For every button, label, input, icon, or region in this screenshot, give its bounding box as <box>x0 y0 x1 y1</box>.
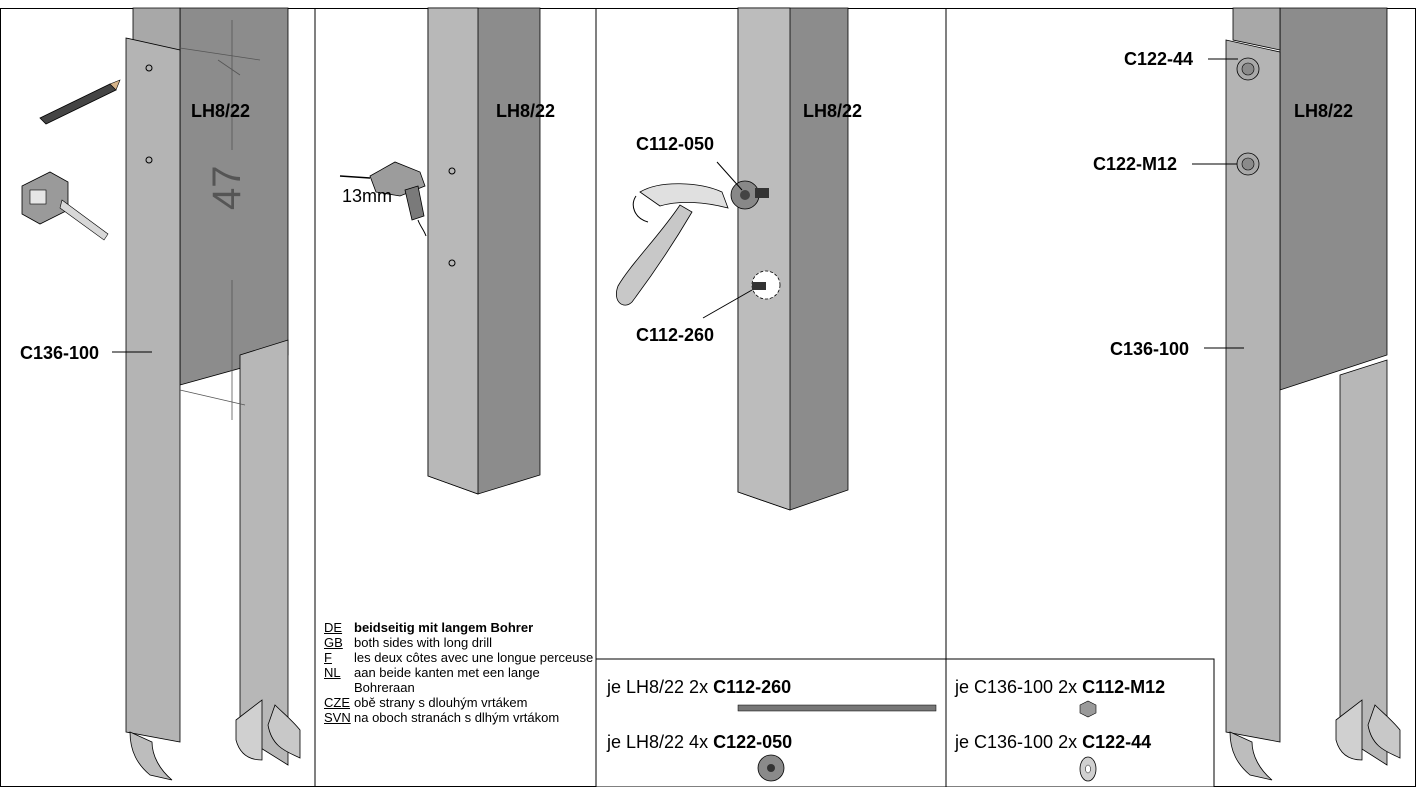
pencil-icon <box>39 79 121 125</box>
panel1-pencil-marks <box>179 20 261 420</box>
parts-line: je C136-100 2x C112-M12 <box>955 677 1166 697</box>
panel4-post <box>1232 7 1401 766</box>
claw-nut-icon-top <box>730 180 769 210</box>
post-label: LH8/22 <box>1294 101 1354 121</box>
callout-c122-44: C122-44 <box>1124 49 1194 69</box>
post-label: LH8/22 <box>191 101 251 121</box>
callout-c112-050: C112-050 <box>636 134 715 154</box>
post-label: LH8/22 <box>496 101 556 121</box>
bracket-callout: C136-100 <box>20 343 100 363</box>
parts-box <box>595 658 1215 787</box>
parts-line: je C136-100 2x C122-44 <box>955 732 1152 752</box>
claw-nut-icon-bottom <box>751 270 781 300</box>
panel2-post <box>427 7 541 495</box>
threaded-rod-icon <box>737 704 937 712</box>
panel3-post <box>737 7 849 511</box>
length-marking: 47 <box>205 165 249 211</box>
callout-c136-100: C136-100 <box>1110 339 1190 359</box>
callout-line-c112-260 <box>702 289 753 319</box>
parts-line: je LH8/22 4x C122-050 <box>607 732 793 752</box>
panel1-bracket-front <box>125 37 181 781</box>
claw-nut-icon-parts <box>757 754 785 782</box>
tape-measure-icon <box>21 171 109 241</box>
drill-size-label: 13mm <box>342 186 393 206</box>
callout-c112-260: C112-260 <box>636 325 715 345</box>
callout-c122-m12: C122-M12 <box>1093 154 1178 174</box>
nut-icon-parts <box>1079 700 1097 718</box>
panel1-post <box>132 7 289 766</box>
parts-line: je LH8/22 2x C112-260 <box>607 677 792 697</box>
post-label: LH8/22 <box>803 101 863 121</box>
bolt-head-icon <box>1236 57 1260 81</box>
hammer-icon <box>616 183 729 306</box>
panel1-bracket-rear <box>235 699 301 761</box>
drill-icon <box>339 161 427 237</box>
nut-icon <box>1236 152 1260 176</box>
washer-icon-parts <box>1079 756 1097 782</box>
panel4-bracket <box>1225 39 1281 781</box>
callout-line-c112-050 <box>716 161 743 191</box>
